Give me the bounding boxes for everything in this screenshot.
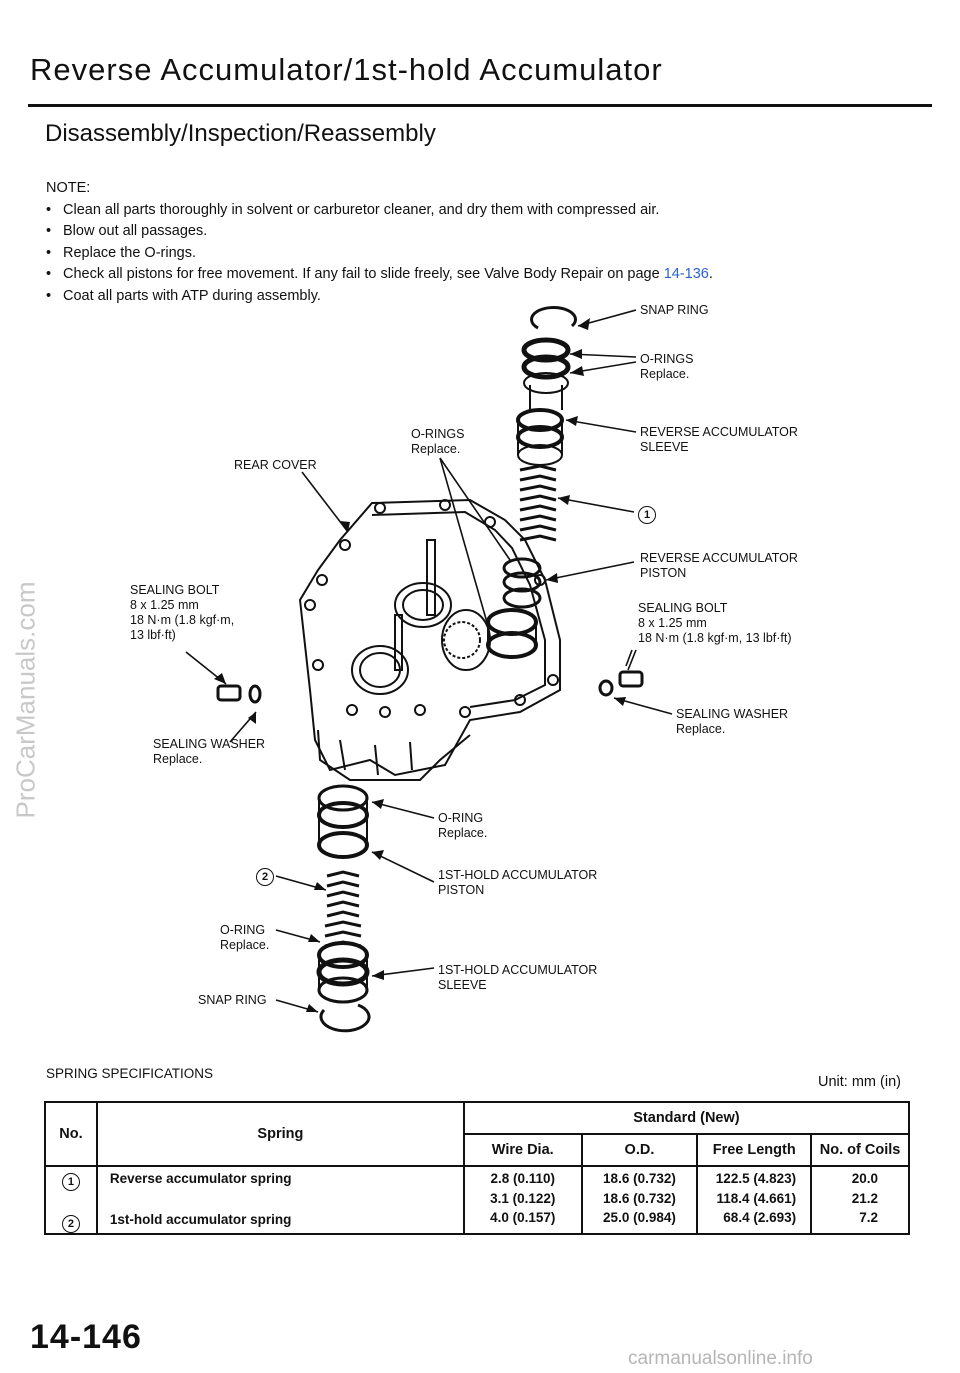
note-item: •Clean all parts thoroughly in solvent o… <box>46 201 660 218</box>
cell-wire-dia: 2.8 (0.110) 3.1 (0.122) 4.0 (0.157) <box>462 1165 583 1235</box>
label-sealing-bolt-right: SEALING BOLT 8 x 1.25 mm 18 N·m (1.8 kgf… <box>638 601 792 645</box>
snap-ring-top <box>530 306 577 330</box>
row-numbers: 1 2 <box>44 1165 98 1235</box>
label-oring-low: O-RING Replace. <box>438 811 488 840</box>
header-standard: Standard (New) <box>462 1101 911 1135</box>
left-bolt <box>216 684 262 704</box>
hold-stack <box>316 784 371 1033</box>
header-wire-dia: Wire Dia. <box>462 1133 583 1167</box>
unit-label: Unit: mm (in) <box>818 1074 901 1090</box>
notes-block: NOTE: •Clean all parts thoroughly in sol… <box>46 178 713 307</box>
footer-watermark: carmanualsonline.info <box>628 1348 813 1369</box>
notes-heading: NOTE: <box>46 180 91 196</box>
label-sealing-washer-right: SEALING WASHER Replace. <box>676 707 789 736</box>
header-spring: Spring <box>95 1101 465 1167</box>
label-orings-mid: O-RINGS Replace. <box>411 427 465 456</box>
section-title: Disassembly/Inspection/Reassembly <box>45 120 436 147</box>
note-item: •Coat all parts with ATP during assembly… <box>46 287 321 304</box>
right-bolt <box>598 670 644 697</box>
label-hold-sleeve: 1ST-HOLD ACCUMULATOR SLEEVE <box>438 963 598 992</box>
table-row: 1 2 Reverse accumulator spring 1st-hold … <box>44 1165 910 1235</box>
header-no: No. <box>44 1101 98 1167</box>
label-snap-ring-top: SNAP RING <box>640 303 709 317</box>
callout-2-icon: 2 <box>256 867 274 886</box>
page-link[interactable]: 14-136 <box>663 266 709 282</box>
title-rule <box>28 104 932 107</box>
row-spring-names: Reverse accumulator spring 1st-hold accu… <box>95 1165 465 1235</box>
header-od: O.D. <box>580 1133 699 1167</box>
label-hold-piston: 1ST-HOLD ACCUMULATOR PISTON <box>438 868 598 897</box>
callout-1-icon: 1 <box>638 505 656 524</box>
label-reverse-sleeve: REVERSE ACCUMULATOR SLEEVE <box>640 425 798 454</box>
note-item: •Blow out all passages. <box>46 223 208 239</box>
page-number: 14-146 <box>30 1318 142 1356</box>
label-snap-ring-bottom: SNAP RING <box>198 993 267 1007</box>
snap-ring-bottom <box>319 1003 371 1033</box>
spring-specs-title: SPRING SPECIFICATIONS <box>46 1066 214 1081</box>
label-rear-cover: REAR COVER <box>234 458 317 472</box>
reverse-stack <box>486 306 577 659</box>
spring-spec-table: No. Spring Standard (New) Wire Dia. O.D.… <box>44 1101 911 1235</box>
exploded-diagram <box>185 306 673 1033</box>
note-item: •Check all pistons for free movement. If… <box>46 266 713 282</box>
label-orings-top: O-RINGS Replace. <box>640 352 694 381</box>
label-sealing-bolt-left: SEALING BOLT 8 x 1.25 mm 18 N·m (1.8 kgf… <box>130 583 235 642</box>
label-oring-low-left: O-RING Replace. <box>220 923 270 952</box>
cell-coils: 20.0 21.2 7.2 <box>810 1165 910 1235</box>
header-coils: No. of Coils <box>810 1133 910 1167</box>
header-free-length: Free Length <box>696 1133 813 1167</box>
cell-free-length: 122.5 (4.823) 118.4 (4.661) 68.4 (2.693) <box>696 1165 813 1235</box>
cell-od: 18.6 (0.732) 18.6 (0.732) 25.0 (0.984) <box>580 1165 699 1235</box>
label-sealing-washer-left: SEALING WASHER Replace. <box>153 737 266 766</box>
label-reverse-piston: REVERSE ACCUMULATOR PISTON <box>640 551 798 580</box>
page-title: Reverse Accumulator/1st-hold Accumulator <box>30 52 663 87</box>
note-item: •Replace the O-rings. <box>46 244 196 261</box>
